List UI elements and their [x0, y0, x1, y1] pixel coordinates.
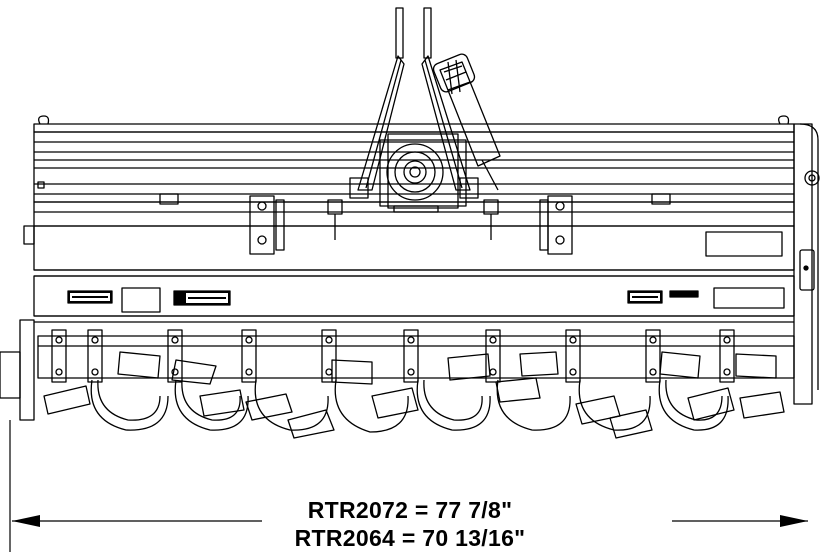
flange-2 [87, 329, 103, 383]
flange-3 [167, 329, 183, 383]
gearbox [349, 133, 479, 213]
lower-link-brackets [249, 195, 573, 255]
flange-9 [645, 329, 661, 383]
safety-decals [67, 287, 785, 313]
dimension-label-rtr2064: RTR2064 = 70 13/16" [294, 525, 526, 551]
rotor-tines [37, 329, 795, 439]
width-dimension-line [9, 420, 808, 552]
flange-10 [719, 329, 735, 383]
pto-shaft [432, 53, 501, 191]
dimension-label-rtr2072: RTR2072 = 77 7/8" [307, 497, 513, 523]
right-end-plate [793, 123, 820, 405]
flange-4 [241, 329, 257, 383]
right-arrowhead [780, 515, 808, 527]
flange-6 [403, 329, 419, 383]
flange-8 [565, 329, 581, 383]
left-end-plate [0, 319, 35, 421]
flange-5 [321, 329, 337, 383]
hitch-a-frame [357, 7, 501, 191]
flange-1 [51, 329, 67, 383]
hood-clips [159, 193, 671, 205]
left-arrowhead [12, 515, 40, 527]
